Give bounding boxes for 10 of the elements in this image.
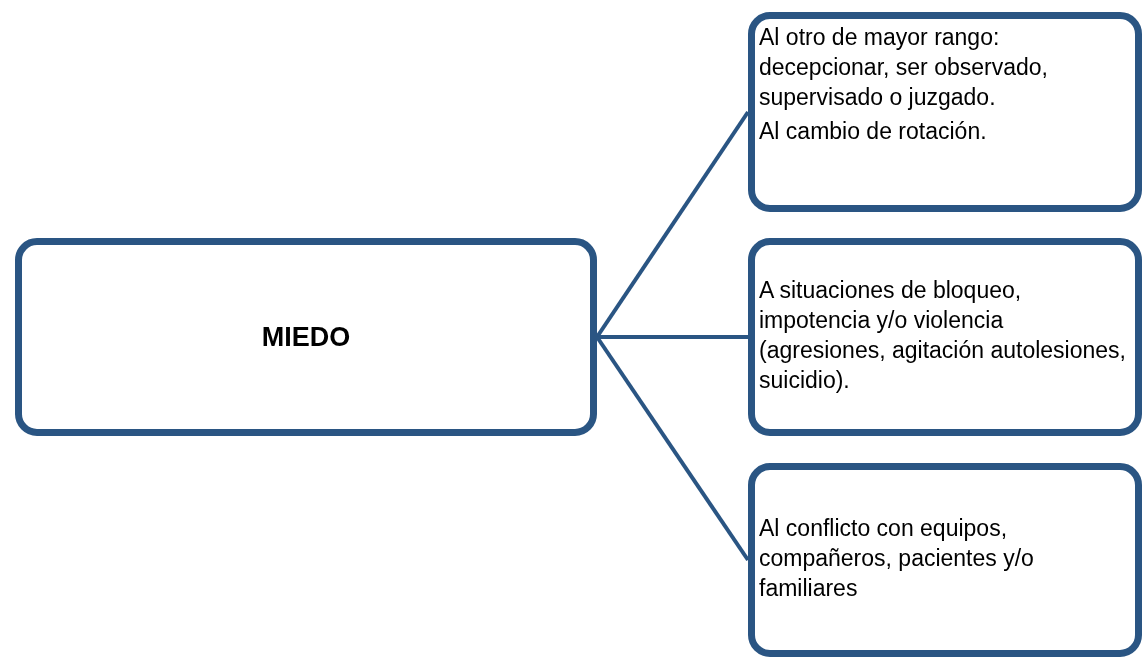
- node-text: A situaciones de bloqueo, impotencia y/o violencia (agresiones, agitación autolesiones, suicidio).: [759, 276, 1127, 395]
- text-box: [748, 238, 1142, 436]
- connector-line: [597, 335, 748, 339]
- text-box: [748, 463, 1142, 657]
- node-text: Al conflicto con equipos, compañeros, pacientes y/o familiares: [759, 514, 1035, 603]
- text-box: [748, 12, 1142, 212]
- node-text: Al cambio de rotación.: [759, 116, 988, 146]
- topic-label: MIEDO: [261, 321, 351, 353]
- topic-box: [15, 238, 597, 436]
- node-text: Al otro de mayor rango: decepcionar, ser observado, supervisado o juzgado.: [759, 23, 1049, 112]
